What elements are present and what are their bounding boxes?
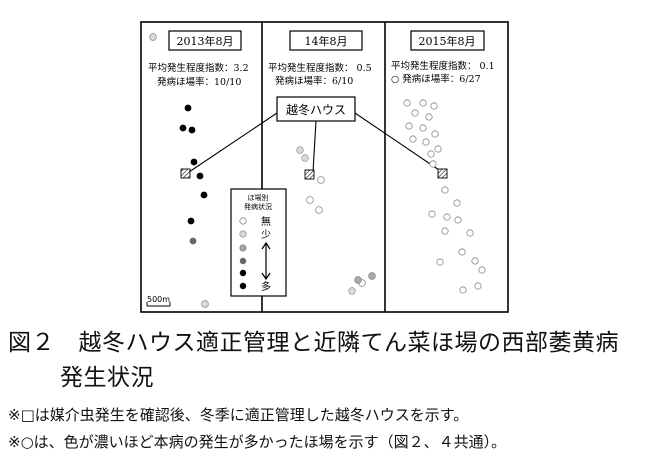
legend-high-label: 多 — [261, 280, 271, 293]
panel-3-title: 2015年8月 — [419, 34, 476, 48]
field-dot — [428, 210, 436, 218]
legend-level-1 — [239, 230, 247, 238]
field-dot — [419, 124, 427, 132]
field-dot — [296, 146, 304, 154]
field-dot — [200, 191, 208, 199]
panel-2-index: 平均発生程度指数： 0.5 — [268, 62, 372, 74]
panel-2-fields — [296, 146, 376, 295]
field-dot — [348, 287, 356, 295]
field-dot — [149, 33, 157, 41]
field-dot — [409, 135, 417, 143]
panel-1-title-box — [168, 30, 242, 51]
field-dot — [368, 272, 376, 280]
legend-arrow-head-up — [261, 241, 271, 250]
panel-3-title-box — [410, 30, 485, 51]
field-dot — [317, 176, 325, 184]
field-dot — [429, 160, 437, 168]
field-dot — [441, 227, 449, 235]
field-dot — [405, 122, 413, 130]
panel-1-index: 平均発生程度指数：3.2 — [148, 62, 249, 74]
callout-label: 越冬ハウス — [286, 102, 346, 117]
scale-bar-label: 500m — [147, 295, 170, 304]
field-dot — [419, 99, 427, 107]
legend-level-2 — [239, 244, 247, 252]
field-dot — [354, 276, 362, 284]
field-dot — [425, 113, 433, 121]
figure-frame — [140, 21, 509, 313]
callout-line-2 — [312, 120, 317, 173]
field-dot — [189, 237, 197, 245]
caption-title-continued: 発生状況 — [60, 365, 154, 391]
legend-level-0 — [239, 217, 247, 225]
field-dot — [306, 196, 314, 204]
field-dot — [454, 216, 462, 224]
field-dot — [403, 99, 411, 107]
panel-3-rate: ○ 発病ほ場率：6/27 — [391, 73, 481, 85]
field-dot — [459, 286, 467, 294]
legend-low-label: 無 — [261, 215, 271, 228]
field-dot — [411, 109, 419, 117]
field-dot — [422, 138, 430, 146]
field-dot — [196, 172, 204, 180]
field-dot — [466, 229, 474, 237]
caption-note-2: ※○は、色が濃いほど本病の発生が多かったほ場を示す（図２、４共通）。 — [8, 433, 507, 451]
callout-line-3 — [354, 112, 443, 173]
field-dot — [471, 257, 479, 265]
panel-1-title: 2013年8月 — [177, 34, 234, 48]
field-dot — [201, 300, 209, 308]
legend-title-1: ほ場別 — [248, 193, 269, 202]
field-dot — [443, 213, 451, 221]
legend: ほ場別 発病状況 無 少 多 — [230, 188, 287, 297]
legend-level-3 — [239, 257, 247, 265]
house-marker-3 — [437, 168, 448, 179]
panel-1-rate: 発病ほ場率：10/10 — [157, 76, 241, 88]
panel-2-title-box — [289, 30, 363, 51]
scale-bar: 500m — [146, 295, 171, 307]
field-dot — [474, 282, 482, 290]
field-dot — [190, 158, 198, 166]
callout-box — [276, 96, 356, 122]
panel-3-fields — [403, 99, 486, 294]
caption-title: 図２ 越冬ハウス適正管理と近隣てん菜ほ場の西部萎黄病 — [8, 330, 619, 356]
field-dot — [315, 206, 323, 214]
field-dot — [434, 145, 442, 153]
field-dot — [478, 266, 486, 274]
legend-title-2: 発病状況 — [244, 202, 272, 211]
field-dot — [458, 248, 466, 256]
panel-3-index: 平均発生程度指数： 0.1 — [391, 60, 495, 72]
panel-1-fields — [149, 33, 209, 308]
panel-2-rate: 発病ほ場率：6/10 — [275, 75, 353, 87]
field-dot — [187, 217, 195, 225]
field-dot — [427, 150, 435, 158]
field-dot — [431, 130, 439, 138]
field-dot — [453, 199, 461, 207]
field-dot — [179, 124, 187, 132]
field-dot — [430, 102, 438, 110]
legend-mid-label: 少 — [261, 229, 271, 241]
field-dot — [188, 126, 196, 134]
panel-2-title: 14年8月 — [305, 34, 348, 48]
field-dot — [441, 186, 449, 194]
house-marker-2 — [304, 169, 315, 180]
house-marker-1 — [180, 168, 191, 179]
caption-note-1: ※□は媒介虫発生を確認後、冬季に適正管理した越冬ハウスを示す。 — [8, 406, 469, 424]
legend-level-4 — [239, 282, 247, 290]
legend-level-4b — [239, 269, 247, 277]
callout-line-1 — [188, 112, 278, 173]
legend-box — [230, 188, 287, 297]
field-dot — [184, 104, 192, 112]
field-dot — [301, 154, 309, 162]
legend-arrow-head-down — [261, 272, 271, 281]
field-dot — [436, 258, 444, 266]
